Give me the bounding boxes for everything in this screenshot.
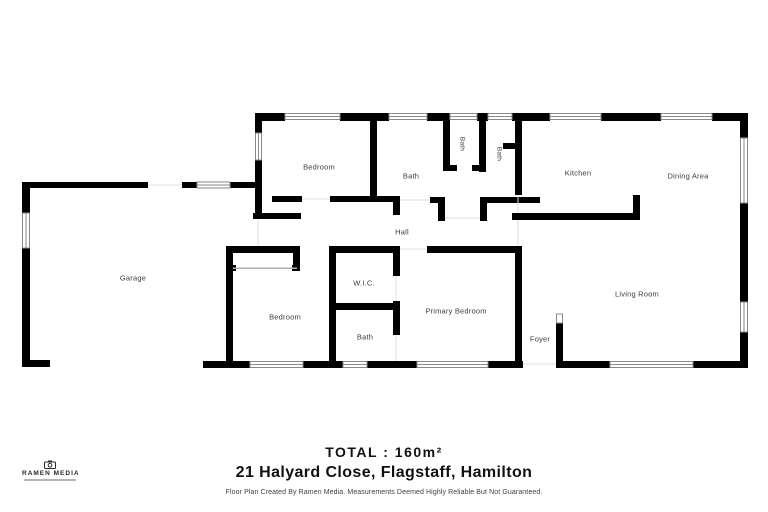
room-label-living-room: Living Room — [615, 289, 659, 299]
room-label-kitchen: Kitchen — [564, 168, 592, 178]
disclaimer-text: Floor Plan Created By Ramen Media. Measu… — [225, 489, 543, 496]
ramen-media-logo: RAMEN MEDIA — [22, 460, 80, 481]
room-label-bath-small-2: Bath — [495, 146, 503, 162]
room-label-bath-top: Bath — [402, 171, 420, 181]
room-label-primary-bedroom: Primary Bedroom — [425, 306, 487, 316]
walls — [22, 113, 748, 368]
room-label-garage: Garage — [119, 273, 147, 283]
room-label-bedroom-bottom: Bedroom — [269, 312, 301, 322]
room-label-bath-small-1: Bath — [458, 136, 466, 152]
camera-icon — [44, 460, 56, 469]
door-opening-lines — [148, 184, 556, 365]
room-label-foyer: Foyer — [529, 334, 551, 344]
logo-tagline-bar — [24, 479, 76, 481]
total-area-text: TOTAL : 160m² — [325, 444, 443, 460]
room-label-hall: Hall — [395, 227, 409, 237]
room-label-wic: W.I.C. — [353, 278, 375, 288]
room-label-bedroom-top: Bedroom — [303, 162, 335, 172]
room-label-dining-area: Dining Area — [667, 171, 709, 181]
room-label-bath-bottom: Bath — [356, 332, 374, 342]
address-text: 21 Halyard Close, Flagstaff, Hamilton — [235, 464, 533, 481]
logo-text: RAMEN MEDIA — [22, 470, 80, 477]
windows — [22, 113, 748, 368]
